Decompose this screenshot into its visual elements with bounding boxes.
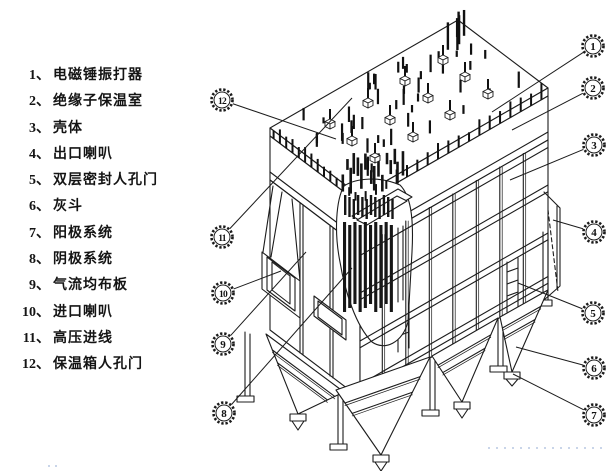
callout-12: 12 bbox=[210, 88, 337, 140]
callout-ring bbox=[582, 133, 606, 157]
leader-line bbox=[517, 282, 583, 310]
callout-ring bbox=[582, 403, 606, 427]
legend-item-label: 高压进线 bbox=[53, 330, 113, 346]
callout-2: 2 bbox=[511, 76, 605, 131]
leader-line bbox=[232, 103, 337, 140]
legend-item-label: 进口喇叭 bbox=[53, 304, 113, 320]
casing-panel-grid bbox=[359, 146, 549, 392]
leader-line bbox=[233, 270, 282, 290]
cathode-electrode-strips bbox=[343, 195, 394, 312]
callout-number: 10 bbox=[219, 290, 228, 300]
callout-number: 4 bbox=[591, 227, 597, 239]
legend-item-1: 1、电磁锤振打器 bbox=[16, 64, 212, 90]
callout-number: 9 bbox=[220, 339, 226, 351]
leader-line bbox=[552, 219, 584, 230]
legend-item-4: 4、出口喇叭 bbox=[16, 143, 212, 169]
callout-ring bbox=[582, 356, 606, 380]
callout-1: 1 bbox=[491, 34, 605, 113]
callout-4: 4 bbox=[552, 219, 606, 244]
legend-item-label: 双层密封人孔门 bbox=[53, 173, 158, 189]
callout-number: 6 bbox=[591, 363, 597, 375]
legend-item-3: 3、壳体 bbox=[16, 117, 212, 143]
leader-line bbox=[512, 373, 584, 411]
callout-ring bbox=[581, 34, 605, 58]
leader-line bbox=[511, 92, 584, 131]
legend-item-label: 电磁锤振打器 bbox=[53, 68, 143, 83]
legend-item-number: 3、 bbox=[29, 120, 50, 136]
machine-body bbox=[236, 9, 561, 471]
leader-line bbox=[230, 251, 307, 336]
callout-ring bbox=[581, 301, 605, 325]
callout-ring bbox=[211, 332, 235, 356]
legend-item-label: 壳体 bbox=[53, 120, 83, 136]
callout-ring bbox=[211, 281, 235, 305]
ash-hoppers bbox=[265, 289, 549, 471]
insulator-boxes bbox=[324, 45, 494, 164]
callout-number: 12 bbox=[218, 97, 227, 107]
legend-item-number: 1、 bbox=[29, 68, 50, 83]
legend-item-number: 7、 bbox=[29, 225, 50, 241]
callout-8: 8 bbox=[212, 267, 353, 425]
callout-ring bbox=[212, 401, 236, 425]
legend-item-number: 10、 bbox=[22, 304, 50, 320]
legend-item-label: 阳极系统 bbox=[53, 225, 113, 241]
callout-number: 1 bbox=[590, 41, 596, 53]
callout-number: 8 bbox=[221, 408, 227, 420]
legend-item-label: 气流均布板 bbox=[53, 278, 128, 294]
legend-item-number: 6、 bbox=[29, 199, 50, 215]
legend-item-2: 2、绝缘子保温室 bbox=[16, 90, 212, 116]
callout-9: 9 bbox=[211, 251, 307, 356]
callout-ring bbox=[210, 225, 234, 249]
callout-number: 5 bbox=[590, 308, 596, 320]
legend-item-11: 11、高压进线 bbox=[16, 327, 212, 353]
callout-number: 2 bbox=[590, 83, 596, 95]
leader-line bbox=[229, 97, 353, 229]
callout-6: 6 bbox=[515, 346, 606, 380]
legend-item-number: 2、 bbox=[29, 94, 50, 110]
support-legs bbox=[236, 231, 553, 451]
legend-item-label: 保温箱人孔门 bbox=[53, 357, 143, 373]
legend-item-label: 出口喇叭 bbox=[53, 146, 113, 162]
legend-item-label: 绝缘子保温室 bbox=[53, 94, 143, 110]
legend-item-number: 4、 bbox=[29, 146, 50, 162]
callout-10: 10 bbox=[211, 270, 282, 305]
callout-ring bbox=[582, 220, 606, 244]
legend-item-label: 阴极系统 bbox=[53, 252, 113, 268]
callout-number: 3 bbox=[591, 140, 597, 152]
leader-line bbox=[515, 346, 584, 366]
legend-item-label: 灰斗 bbox=[53, 199, 83, 215]
legend-item-6: 6、灰斗 bbox=[16, 195, 212, 221]
legend-item-7: 7、阳极系统 bbox=[16, 222, 212, 248]
callout-5: 5 bbox=[517, 282, 605, 325]
ladder bbox=[506, 257, 519, 313]
leader-line bbox=[231, 267, 353, 405]
callout-3: 3 bbox=[509, 133, 606, 181]
callout-number: 7 bbox=[591, 410, 597, 422]
legend-item-number: 12、 bbox=[22, 357, 50, 373]
callout-7: 7 bbox=[512, 373, 606, 427]
leader-line bbox=[491, 51, 584, 113]
inlet-lower-frame bbox=[313, 295, 347, 341]
legend-item-8: 8、阴极系统 bbox=[16, 248, 212, 274]
legend-item-number: 5、 bbox=[29, 173, 50, 189]
callout-11: 11 bbox=[210, 97, 353, 249]
legend-item-9: 9、气流均布板 bbox=[16, 274, 212, 300]
legend-item-number: 8、 bbox=[29, 252, 50, 268]
legend-item-10: 10、进口喇叭 bbox=[16, 301, 212, 327]
legend-item-number: 9、 bbox=[29, 278, 50, 294]
legend-item-12: 12、保温箱人孔门 bbox=[16, 353, 212, 379]
legend-item-number: 11、 bbox=[22, 330, 50, 346]
legend-item-5: 5、双层密封人孔门 bbox=[16, 169, 212, 195]
leader-line bbox=[509, 148, 584, 181]
callout-number: 11 bbox=[218, 234, 226, 244]
callout-ring bbox=[581, 76, 605, 100]
callout-ring bbox=[210, 88, 234, 112]
outlet-funnel bbox=[543, 191, 561, 301]
